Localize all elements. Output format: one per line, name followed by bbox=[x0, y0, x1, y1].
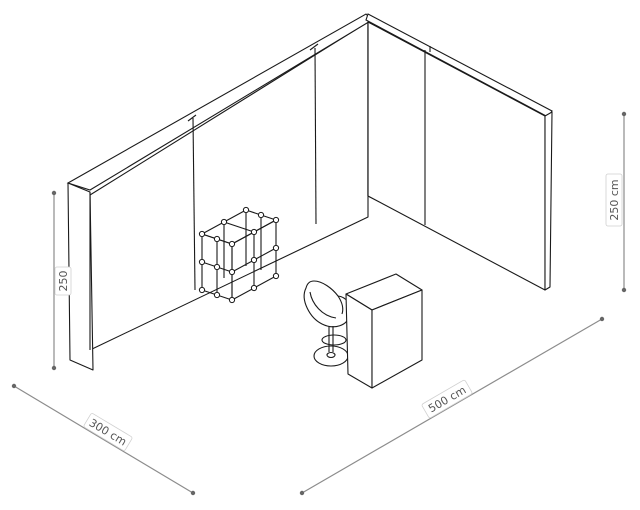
shelf-connector bbox=[198, 230, 206, 238]
shelf-connector bbox=[228, 296, 236, 304]
height-right-label: 250 cm bbox=[608, 179, 621, 220]
dimension-length: 500 cm bbox=[299, 316, 605, 496]
shelf-connector bbox=[272, 244, 280, 252]
height-left-label: 250 bbox=[57, 271, 70, 292]
shelf-connector bbox=[250, 284, 258, 292]
shelf-connector bbox=[272, 216, 280, 224]
dimension-height-right: 250 cm bbox=[605, 111, 627, 293]
shelf-connector bbox=[198, 286, 206, 294]
shelf-connector bbox=[228, 268, 236, 276]
shelf-connector bbox=[242, 206, 250, 214]
back-left-wall bbox=[66, 13, 373, 351]
shelf-connector bbox=[220, 218, 228, 226]
shelf-connector bbox=[213, 291, 221, 299]
shelf-connector bbox=[250, 228, 258, 236]
shelf-connector bbox=[213, 235, 221, 243]
counter-cabinet bbox=[345, 273, 423, 389]
shelf-connector bbox=[198, 258, 206, 266]
left-end-panel bbox=[67, 182, 94, 371]
shelf-connector bbox=[257, 211, 265, 219]
cube-shelf bbox=[198, 206, 280, 304]
back-right-wall bbox=[365, 13, 553, 291]
shelf-connector bbox=[213, 263, 221, 271]
dimension-height-left: 250 bbox=[51, 190, 72, 371]
shelf-connector bbox=[228, 240, 236, 248]
shelf-connector bbox=[272, 272, 280, 280]
bar-stool bbox=[303, 280, 351, 367]
shelf-connector bbox=[250, 256, 258, 264]
dimension-width: 300 cm bbox=[11, 383, 196, 496]
